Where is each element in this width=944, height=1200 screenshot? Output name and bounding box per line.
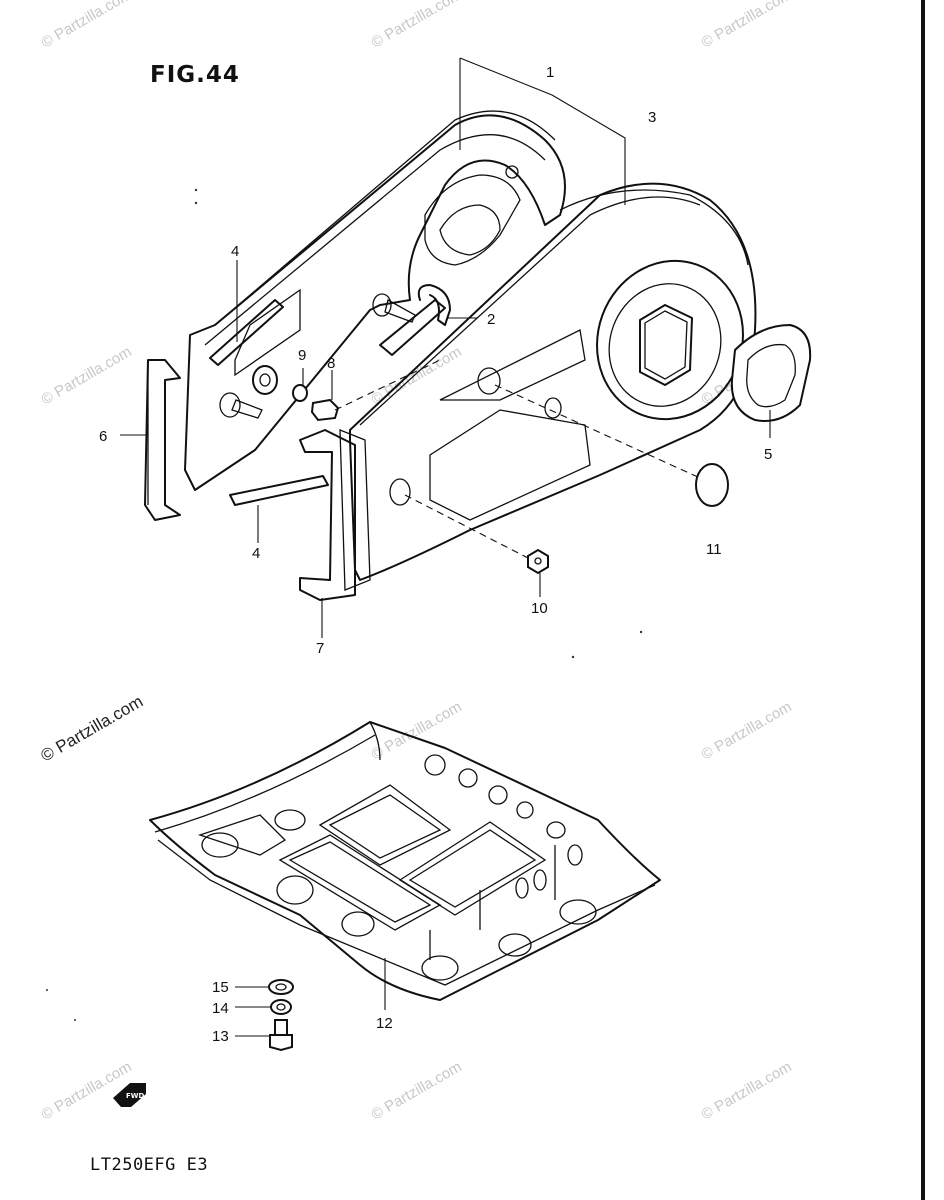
- callout-leaders-upper: [120, 57, 771, 638]
- part-12-skid-plate: [149, 721, 661, 1001]
- callout-14: 14: [212, 1000, 229, 1017]
- callout-1: 1: [546, 64, 554, 81]
- inner-chain-cover: [184, 110, 566, 491]
- callout-13: 13: [212, 1028, 229, 1045]
- part-13-bolt: [269, 1019, 293, 1052]
- part-5-gasket: [730, 323, 812, 422]
- watermark-group: © Partzilla.com © Partzilla.com © Partzi…: [38, 0, 795, 1123]
- callout-6: 6: [99, 428, 107, 445]
- watermark-text: © Partzilla.com: [369, 698, 465, 763]
- part-10-nut: [404, 494, 549, 575]
- watermark-text: © Partzilla.com: [39, 1058, 135, 1123]
- pin-left: [219, 293, 416, 419]
- part-4-seal-strip-lower: [229, 475, 329, 506]
- watermark-text: © Partzilla.com: [369, 0, 465, 51]
- page-edge-rule: [921, 0, 925, 1200]
- part-4-seal-strip-upper: [209, 299, 284, 366]
- callout-10: 10: [531, 600, 548, 617]
- callout-9: 9: [298, 347, 306, 364]
- callout-3: 3: [648, 109, 656, 126]
- part-8-bolt: [310, 359, 441, 422]
- callout-7: 7: [316, 640, 324, 657]
- callout-8: 8: [327, 355, 335, 372]
- part-6-bracket: [144, 359, 181, 521]
- callout-numbers: 1 3 4 2 9 8 6 5 4 11 10 7 15 14 13 12: [99, 64, 772, 1045]
- figure-title: FIG.44: [150, 62, 240, 88]
- part-15-washer: [268, 979, 294, 995]
- callout-leaders-lower: [235, 958, 386, 1037]
- fwd-label: FWD: [126, 1092, 145, 1100]
- scan-specks: [46, 188, 643, 1021]
- watermark-text: © Partzilla.com: [39, 0, 135, 51]
- callout-4-upper: 4: [231, 243, 239, 260]
- callout-15: 15: [212, 979, 229, 996]
- part-7-bracket: [299, 429, 356, 601]
- callout-2: 2: [487, 311, 495, 328]
- part-2-clip: [379, 284, 451, 356]
- part-11-plug: [494, 384, 729, 507]
- watermark-text: © Partzilla.com: [699, 0, 795, 51]
- watermark-text: © Partzilla.com: [39, 343, 135, 408]
- watermark-text: © Partzilla.com: [699, 1058, 795, 1123]
- callout-5: 5: [764, 446, 772, 463]
- forward-arrow-icon: FWD: [113, 1083, 146, 1107]
- callout-4-lower: 4: [252, 545, 260, 562]
- watermark-text: © Partzilla.com: [369, 1058, 465, 1123]
- model-code-label: LT250EFG E3: [90, 1155, 209, 1175]
- watermark-text: © Partzilla.com: [699, 698, 795, 763]
- part-9-washer: [252, 365, 308, 402]
- callout-12: 12: [376, 1015, 393, 1032]
- watermark-text-dark: © Partzilla.com: [38, 692, 147, 766]
- part-14-lock-washer: [270, 999, 292, 1015]
- callout-11: 11: [706, 541, 722, 558]
